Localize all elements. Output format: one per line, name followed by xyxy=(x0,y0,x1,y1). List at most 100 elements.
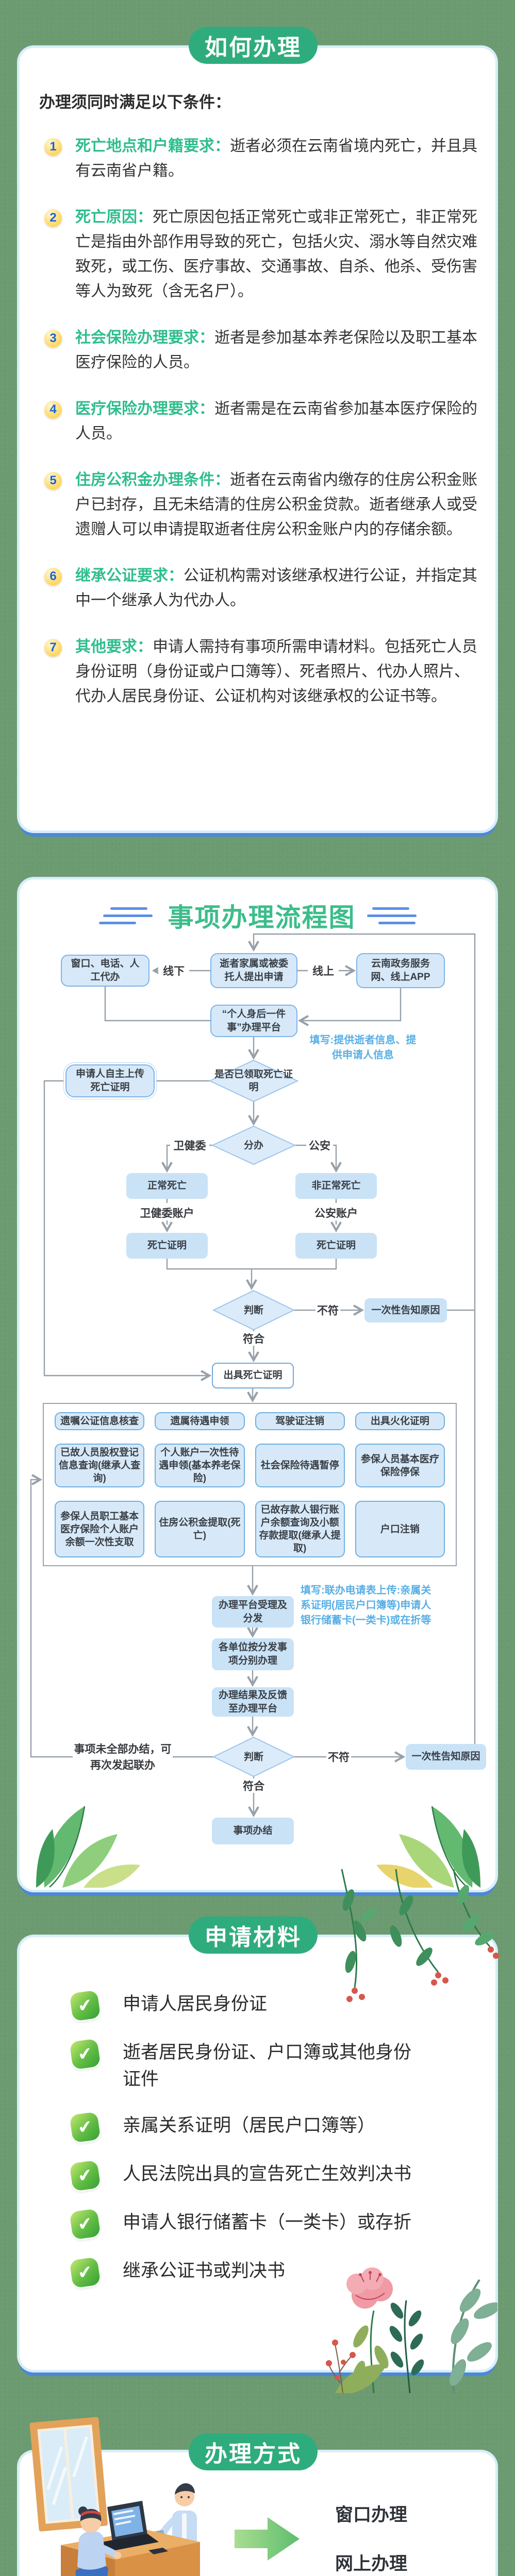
number-badge: 6 xyxy=(44,568,62,585)
material-text: 继承公证书或判决书 xyxy=(123,2261,286,2281)
edge-label-online: 线上 xyxy=(308,963,339,978)
decision-dispatch-shape xyxy=(211,1125,296,1165)
condition-text: 逝者必须在云南省境内死亡，并且具有云南省户籍。 xyxy=(75,138,477,179)
flowchart-title: 事项办理流程图 xyxy=(168,903,356,932)
number-badge: 1 xyxy=(44,138,62,156)
decision-judge2-shape xyxy=(212,1736,295,1777)
edge-label-offline: 线下 xyxy=(158,963,189,978)
condition-label: 死亡地点和户籍要求： xyxy=(75,138,230,155)
number-badge: 5 xyxy=(44,472,62,489)
material-item-3: ✔ 亲属关系证明（居民户口簿等） xyxy=(69,2111,475,2143)
material-text: 人民法院出具的宣告死亡生效判决书 xyxy=(123,2164,412,2184)
triple-lines-icon xyxy=(367,907,417,924)
condition-text: 申请人需持有事项所需申请材料。包括死亡人员身份证明（身份证或户口簿等）、死者照片… xyxy=(75,638,477,705)
condition-item-1: 1 死亡地点和户籍要求：逝者必须在云南省境内死亡，并且具有云南省户籍。 xyxy=(37,134,480,183)
condition-item-5: 5 住房公积金办理条件：逝者在云南省内缴存的住房公积金账户已封存，且无未结清的住… xyxy=(37,468,480,542)
flow-decision-judge1: 判断 xyxy=(243,1304,263,1316)
material-item-5: ✔ 申请人银行储蓄卡（一类卡）或存折 xyxy=(69,2208,475,2240)
method-card xyxy=(20,2452,495,2576)
flow-node-online-channel: 云南政务服务网、线上APP xyxy=(356,953,445,988)
conditions-intro: 办理须同时满足以下条件： xyxy=(39,93,231,111)
service-item: 住房公积金提取(死亡) xyxy=(155,1501,245,1557)
condition-item-6: 6 继承公证要求：公证机构需对该继承权进行公证，并指定其中一个继承人为代办人。 xyxy=(37,564,480,613)
services-grid: 遗嘱公证信息核查 遗属待遇申领 驾驶证注销 出具火化证明 已故人员股权登记信息查… xyxy=(43,1403,457,1566)
service-item: 出具火化证明 xyxy=(355,1412,445,1430)
flow-node-done: 事项办结 xyxy=(212,1818,294,1844)
materials-card: ✔ 申请人居民身份证 ✔ 逝者居民身份证、户口簿或其他身份证件 ✔ 亲属关系证明… xyxy=(20,1937,495,2370)
condition-label: 其他要求： xyxy=(75,638,153,655)
edge-label-police-account: 公安账户 xyxy=(312,1205,360,1221)
service-item: 遗嘱公证信息核查 xyxy=(55,1412,145,1430)
flowchart-connectors xyxy=(30,933,476,1818)
flow-decision-dispatch: 分办 xyxy=(243,1140,263,1151)
decision-has-cert-shape xyxy=(208,1059,299,1103)
service-item: 参保人员基本医疗保险停保 xyxy=(355,1444,445,1487)
method-option-window: 窗口办理 xyxy=(335,2505,408,2525)
condition-text: 死亡原因包括正常死亡或非正常死亡，非正常死亡是指由外部作用导致的死亡，包括火灾、… xyxy=(75,209,477,300)
edge-label-retry: 事项未全部办结，可再次发起联办 xyxy=(73,1741,173,1774)
edge-label-police: 公安 xyxy=(306,1138,333,1153)
flow-node-death-cert-left: 死亡证明 xyxy=(126,1233,208,1259)
flow-node-apply: 逝者家属或被委托人提出申请 xyxy=(210,953,297,988)
section-title-method: 办理方式 xyxy=(189,2433,318,2470)
condition-label: 继承公证要求： xyxy=(75,567,184,584)
edge-label-no1: 不符 xyxy=(315,1303,340,1317)
flow-note-fill-info: 填写:提供逝者信息、提供申请人信息 xyxy=(309,1035,417,1061)
edge-label-yes1: 符合 xyxy=(241,1331,266,1346)
condition-label: 医疗保险办理要求： xyxy=(75,400,214,417)
service-item: 已故存款人银行账户余额查询及小额存款提取(继承人提取) xyxy=(255,1501,345,1557)
flowchart-header: 事项办理流程图 xyxy=(20,897,495,934)
flow-node-notify-reason2: 一次性告知原因 xyxy=(406,1744,486,1770)
condition-item-7: 7 其他要求：申请人需持有事项所需申请材料。包括死亡人员身份证明（身份证或户口簿… xyxy=(37,635,480,709)
material-item-2: ✔ 逝者居民身份证、户口簿或其他身份证件 xyxy=(69,2038,475,2093)
check-icon: ✔ xyxy=(69,2038,101,2070)
flow-decision-judge2: 判断 xyxy=(243,1751,263,1762)
flowchart-canvas: 窗口、电话、人工代办 逝者家属或被委托人提出申请 云南政务服务网、线上APP “… xyxy=(20,879,495,1890)
service-item: 个人账户一次性待遇申领(基本养老保险) xyxy=(155,1444,245,1487)
material-text: 申请人居民身份证 xyxy=(123,1994,268,2014)
number-badge: 3 xyxy=(44,330,62,347)
conditions-card: 办理须同时满足以下条件： 1 死亡地点和户籍要求：逝者必须在云南省境内死亡，并且… xyxy=(20,48,495,831)
check-icon: ✔ xyxy=(69,2111,101,2143)
flowchart-card: 事项办理流程图 xyxy=(20,879,495,1890)
flow-note-upload-docs: 填写:联办电请表上传:亲属关系证明(居民户口簿等)申请人银行储蓄卡(一类卡)或在… xyxy=(301,1585,431,1626)
check-icon: ✔ xyxy=(69,2208,101,2240)
condition-text: 公证机构需对该继承权进行公证，并指定其中一个继承人为代办人。 xyxy=(75,567,477,609)
material-text: 逝者居民身份证、户口簿或其他身份证件 xyxy=(123,2042,412,2089)
condition-text: 逝者在云南省内缴存的住房公积金账户已封存，且无未结清的住房公积金贷款。逝者继承人… xyxy=(75,471,477,538)
material-item-1: ✔ 申请人居民身份证 xyxy=(69,1990,475,2022)
number-badge: 2 xyxy=(44,209,62,227)
section-title-materials: 申请材料 xyxy=(189,1917,318,1954)
flow-node-normal-death: 正常死亡 xyxy=(126,1173,208,1199)
check-icon: ✔ xyxy=(69,2160,101,2192)
service-item: 参保人员职工基本医疗保险个人账户余额一次性支取 xyxy=(55,1501,145,1557)
edge-label-yes2: 符合 xyxy=(241,1778,266,1793)
service-item: 驾驶证注销 xyxy=(255,1412,345,1430)
flow-node-abnormal-death: 非正常死亡 xyxy=(295,1173,377,1199)
material-item-6: ✔ 继承公证书或判决书 xyxy=(69,2257,475,2289)
material-text: 亲属关系证明（居民户口簿等） xyxy=(123,2115,376,2136)
flow-node-notify-reason1: 一次性告知原因 xyxy=(364,1298,447,1323)
condition-text: 逝者是参加基本养老保险以及职工基本医疗保险的人员。 xyxy=(75,329,477,371)
condition-text: 逝者需是在云南省参加基本医疗保险的人员。 xyxy=(75,400,477,442)
condition-item-3: 3 社会保险办理要求：逝者是参加基本养老保险以及职工基本医疗保险的人员。 xyxy=(37,326,480,375)
number-badge: 4 xyxy=(44,401,62,418)
flow-decision-has-cert: 是否已领取死亡证明 xyxy=(214,1069,293,1093)
condition-item-4: 4 医疗保险办理要求：逝者需是在云南省参加基本医疗保险的人员。 xyxy=(37,397,480,446)
material-text: 申请人银行储蓄卡（一类卡）或存折 xyxy=(123,2212,412,2232)
service-item: 已故人员股权登记信息查询(继承人查询) xyxy=(55,1444,145,1487)
condition-label: 死亡原因： xyxy=(75,209,153,226)
check-icon: ✔ xyxy=(69,2257,101,2289)
condition-item-2: 2 死亡原因：死亡原因包括正常死亡或非正常死亡，非正常死亡是指由外部作用导致的死… xyxy=(37,205,480,304)
edge-label-health-account: 卫健委账户 xyxy=(138,1205,196,1221)
check-icon: ✔ xyxy=(69,1990,101,2022)
edge-label-no2: 不符 xyxy=(326,1750,351,1764)
material-item-4: ✔ 人民法院出具的宣告死亡生效判决书 xyxy=(69,2160,475,2192)
service-item: 户口注销 xyxy=(355,1501,445,1557)
number-badge: 7 xyxy=(44,639,62,656)
flow-node-platform-accept: 办理平台受理及分发 xyxy=(212,1596,294,1628)
section-title-how: 如何办理 xyxy=(189,27,318,64)
decision-judge1-shape xyxy=(212,1290,295,1331)
service-item: 遗属待遇申领 xyxy=(155,1412,245,1430)
